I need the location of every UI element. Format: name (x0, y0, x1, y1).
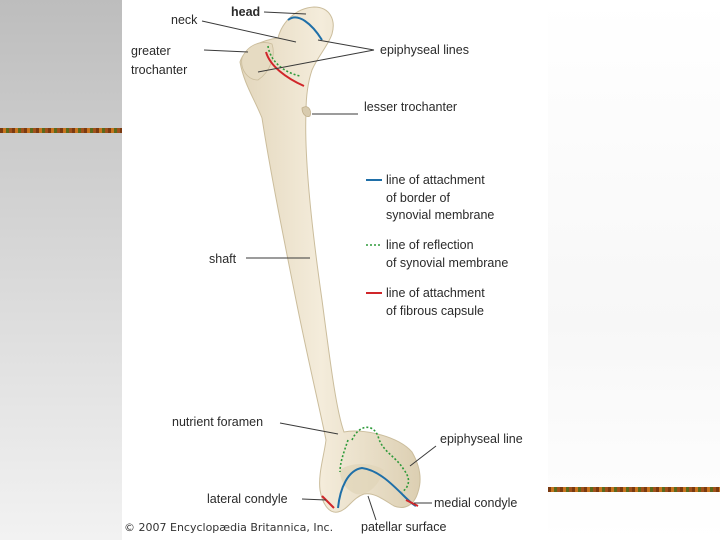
legend-item-1-line2: of border of (386, 191, 450, 205)
label-medial-condyle: medial condyle (434, 496, 517, 510)
leader-greater-trochanter (204, 50, 248, 52)
legend-item-3-line2: of fibrous capsule (386, 304, 484, 318)
label-lateral-condyle: lateral condyle (207, 492, 288, 506)
leader-patellar-surface (368, 496, 376, 520)
copyright-notice: © 2007 Encyclopædia Britannica, Inc. (124, 521, 333, 534)
legend-item-2-line2: of synovial membrane (386, 256, 508, 270)
legend-item-1-line1: line of attachment (386, 173, 485, 187)
legend-item-1-line3: synovial membrane (386, 208, 494, 222)
label-head: head (231, 5, 260, 19)
label-greater-trochanter-line2: trochanter (131, 63, 187, 77)
label-epiphyseal-lines: epiphyseal lines (380, 43, 469, 57)
label-epiphyseal-line: epiphyseal line (440, 432, 523, 446)
label-lesser-trochanter: lesser trochanter (364, 100, 457, 114)
label-nutrient-foramen: nutrient foramen (172, 415, 263, 429)
label-greater-trochanter-line1: greater (131, 44, 171, 58)
label-neck: neck (171, 13, 198, 27)
label-shaft: shaft (209, 252, 237, 266)
label-patellar-surface: patellar surface (361, 520, 447, 534)
legend-item-3-line1: line of attachment (386, 286, 485, 300)
legend: line of attachment of border of synovial… (366, 173, 508, 318)
legend-item-2-line1: line of reflection (386, 238, 474, 252)
